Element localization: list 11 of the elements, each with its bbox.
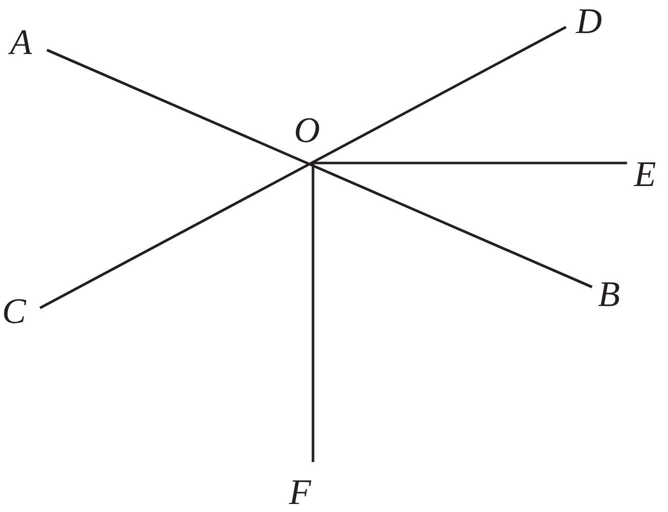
- point-label: D: [576, 3, 602, 39]
- point-label: O: [294, 112, 320, 148]
- point-label: E: [634, 156, 656, 192]
- point-label: A: [10, 24, 32, 60]
- point-label: F: [289, 474, 311, 510]
- point-label: C: [2, 293, 26, 329]
- line-segment: [39, 26, 567, 310]
- line-segment: [312, 163, 314, 462]
- line-segment: [46, 48, 593, 288]
- line-segment: [313, 162, 627, 164]
- point-label: B: [598, 276, 620, 312]
